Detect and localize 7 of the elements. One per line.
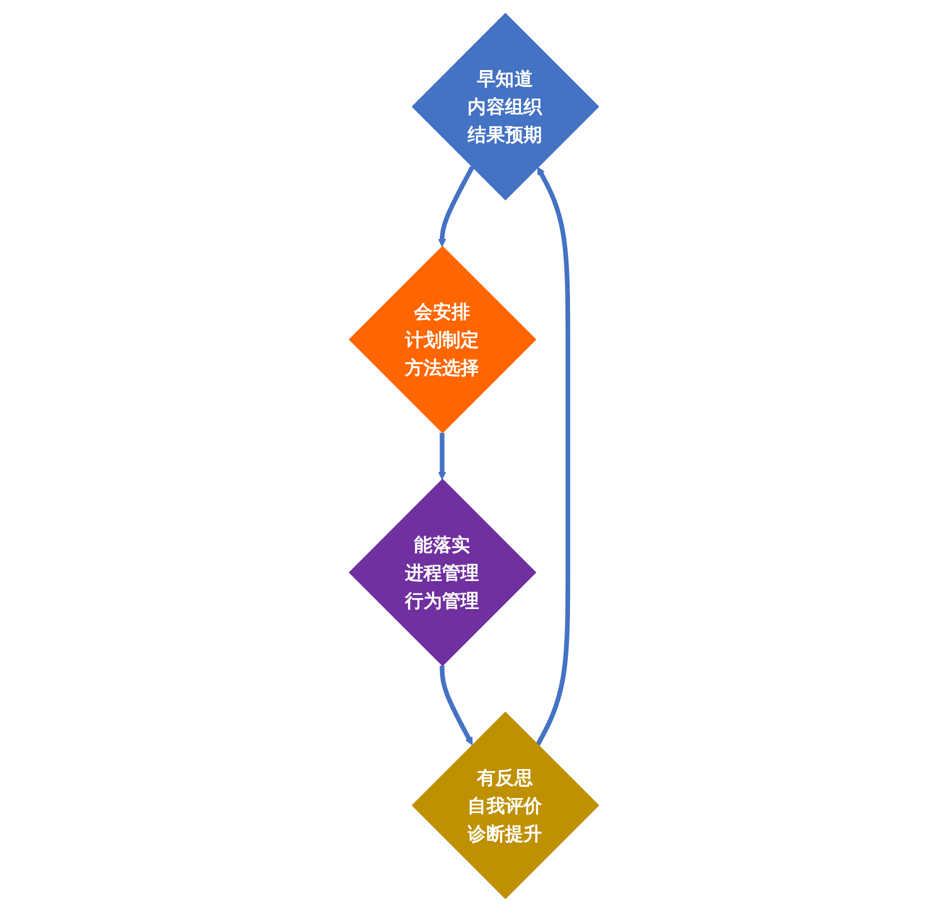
node-diamond: 会安排 计划制定 方法选择 (348, 245, 536, 433)
node-diamond: 早知道 内容组织 结果预期 (412, 12, 600, 200)
arrow (440, 665, 473, 745)
arrow (438, 432, 446, 480)
node-diamond: 有反思 自我评价 诊断提升 (412, 711, 600, 899)
arrow (536, 166, 570, 746)
arrow (438, 166, 474, 246)
